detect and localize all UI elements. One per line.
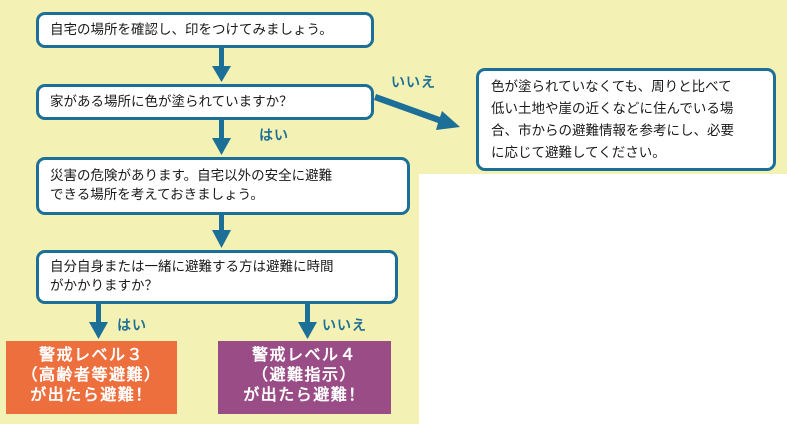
step-2-text: 家がある場所に色が塗られていますか？ <box>50 93 293 110</box>
level-4-title: 警戒レベル４ <box>251 345 357 364</box>
level-4-action: が出たら避難！ <box>243 385 366 404</box>
label-no-step2: いいえ <box>391 75 436 91</box>
arrow-step2-to-side-note <box>374 94 460 130</box>
step-4-line-1: 自分自身または一緒に避難する方は避難に時間 <box>50 259 334 275</box>
side-note-line-3: 合、市からの避難情報を参考にし、必要 <box>491 122 734 139</box>
arrow-step2-to-step3 <box>212 120 231 155</box>
step-1-box: 自宅の場所を確認し、印をつけてみましょう。 <box>36 12 374 48</box>
arrow-step4-to-level4 <box>298 304 317 339</box>
step-4-line-2: がかかりますか？ <box>50 278 158 294</box>
arrow-step1-to-step2 <box>212 48 231 82</box>
arrow-step4-to-level3 <box>89 304 108 339</box>
step-3-line-1: 災害の危険があります。自宅以外の安全に避難 <box>50 168 333 184</box>
level-3-action: が出たら避難！ <box>30 385 153 404</box>
level-3-subtitle: （高齢者等避難） <box>21 365 162 384</box>
step-2-question-box: 家がある場所に色が塗られていますか？ <box>36 84 374 120</box>
level-4-subtitle: （避難指示） <box>251 365 357 384</box>
level-3-title: 警戒レベル３ <box>38 345 144 364</box>
label-yes-step2: はい <box>259 128 289 144</box>
side-note-box: 色が塗られていなくても、周りと比べて 低い土地や崖の近くなどに住んでいる場 合、… <box>476 68 776 171</box>
warning-level-3-box: 警戒レベル３ （高齢者等避難） が出たら避難！ <box>6 341 177 414</box>
arrow-step3-to-step4 <box>212 215 231 248</box>
step-3-box: 災害の危険があります。自宅以外の安全に避難 できる場所を考えておきましょう。 <box>36 157 410 215</box>
step-3-line-2: できる場所を考えておきましょう。 <box>50 187 264 203</box>
side-note-line-4: に応じて避難してください。 <box>491 144 666 161</box>
label-yes-step4: はい <box>117 318 147 334</box>
step-4-question-box: 自分自身または一緒に避難する方は避難に時間 がかかりますか？ <box>36 250 398 304</box>
step-1-text: 自宅の場所を確認し、印をつけてみましょう。 <box>50 21 333 38</box>
warning-level-4-box: 警戒レベル４ （避難指示） が出たら避難！ <box>218 341 391 414</box>
side-note-line-2: 低い土地や崖の近くなどに住んでいる場 <box>491 100 734 117</box>
side-note-line-1: 色が塗られていなくても、周りと比べて <box>491 78 732 95</box>
label-no-step4: いいえ <box>322 318 367 334</box>
